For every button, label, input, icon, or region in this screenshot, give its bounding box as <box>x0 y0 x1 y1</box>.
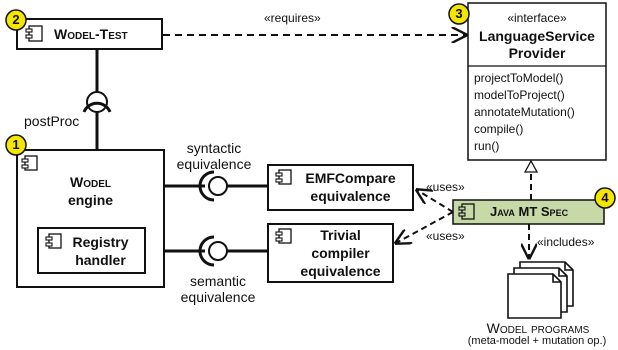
semantic-provided <box>208 241 228 261</box>
emfcompare-box <box>267 164 414 211</box>
uses-emf-dependency <box>417 190 454 213</box>
uses-label-1: «uses» <box>426 180 465 194</box>
document-stack-icon <box>507 261 574 319</box>
postproc-required <box>82 101 112 113</box>
badge-1-number: 1 <box>12 137 20 152</box>
includes-label: «includes» <box>537 235 595 249</box>
java-spec-box <box>452 199 605 225</box>
uses-trivial-dependency <box>396 211 454 243</box>
semantic-label-line2: equivalence <box>180 289 256 305</box>
syntactic-label-line2: equivalence <box>176 156 252 172</box>
component-icon <box>45 233 62 249</box>
interface-operation: run() <box>474 139 500 153</box>
uses-label-2: «uses» <box>426 229 465 243</box>
semantic-label-line1: semantic <box>189 273 247 289</box>
trivial-line3: equivalence <box>300 263 381 279</box>
badge-3-number: 3 <box>455 6 463 21</box>
java-spec-label: Java MT Spec <box>490 204 569 219</box>
trivial-line2: compiler <box>311 245 370 261</box>
badge-1 <box>5 134 27 156</box>
badge-2-number: 2 <box>12 12 20 27</box>
syntactic-required <box>198 170 215 202</box>
interface-name-line1: LanguageService <box>479 28 595 44</box>
syntactic-provided <box>208 176 228 196</box>
badge-4 <box>594 187 616 209</box>
programs-subtitle: (meta-model + mutation op.) <box>467 335 607 347</box>
syntactic-label-line1: syntactic <box>186 140 242 156</box>
component-icon <box>25 25 43 42</box>
interface-box <box>467 2 607 161</box>
component-icon <box>458 203 475 220</box>
semantic-required <box>198 235 215 267</box>
badge-2 <box>5 9 27 31</box>
interface-name-line2: Provider <box>508 45 566 61</box>
programs-title: Wodel programs <box>486 320 590 336</box>
interface-stereotype: «interface» <box>507 11 567 25</box>
badge-4-number: 4 <box>601 190 609 205</box>
wodel-engine-title: Wodel <box>70 174 111 190</box>
realization-triangle <box>523 159 539 173</box>
registry-handler-line1: Registry <box>72 234 129 250</box>
interface-operation: compile() <box>474 122 524 136</box>
wodel-test-label: Wodel-Test <box>54 26 128 42</box>
requires-label: «requires» <box>264 11 321 25</box>
registry-handler-line2: handler <box>75 252 126 268</box>
emfcompare-line1: EMFCompare <box>305 170 396 186</box>
component-icon <box>21 155 38 171</box>
interface-operation: modelToProject() <box>474 88 565 102</box>
emfcompare-line2: equivalence <box>310 188 391 204</box>
trivial-line1: Trivial <box>320 227 361 243</box>
interface-operation: annotateMutation() <box>474 105 575 119</box>
wodel-engine-subtitle: engine <box>67 192 114 208</box>
component-icon <box>275 228 292 244</box>
interface-operation: projectToModel() <box>474 71 564 85</box>
badge-3 <box>448 3 470 25</box>
postproc-label: postProc <box>24 113 80 129</box>
component-icon <box>275 169 292 185</box>
